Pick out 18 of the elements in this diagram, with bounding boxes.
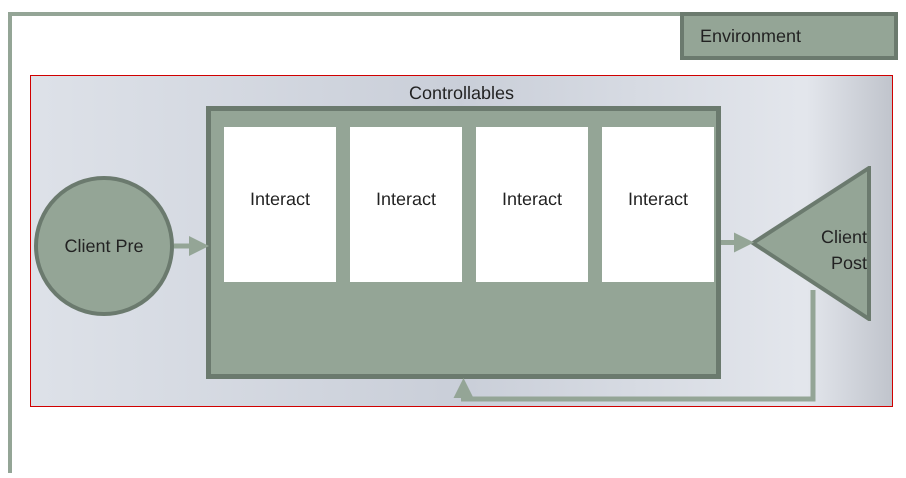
node-label: Client Post (820, 226, 867, 275)
group-container (30, 75, 893, 407)
interaction-box (350, 127, 462, 282)
arrow (721, 232, 754, 252)
node-label: Interact (376, 189, 436, 210)
arrow (454, 290, 816, 402)
environment-frame (8, 12, 898, 473)
group-title: Controllables (408, 83, 516, 104)
interaction-box (602, 127, 714, 282)
interaction-box (224, 127, 336, 282)
process-panel (206, 106, 721, 379)
triangle-node (751, 166, 871, 321)
environment-tag: Environment (680, 12, 898, 60)
node-label: Client Pre (64, 236, 144, 256)
node-label: Interact (628, 189, 688, 210)
node-label: Interact (250, 189, 310, 210)
interaction-box (476, 127, 588, 282)
node-label: Interact (502, 189, 562, 210)
